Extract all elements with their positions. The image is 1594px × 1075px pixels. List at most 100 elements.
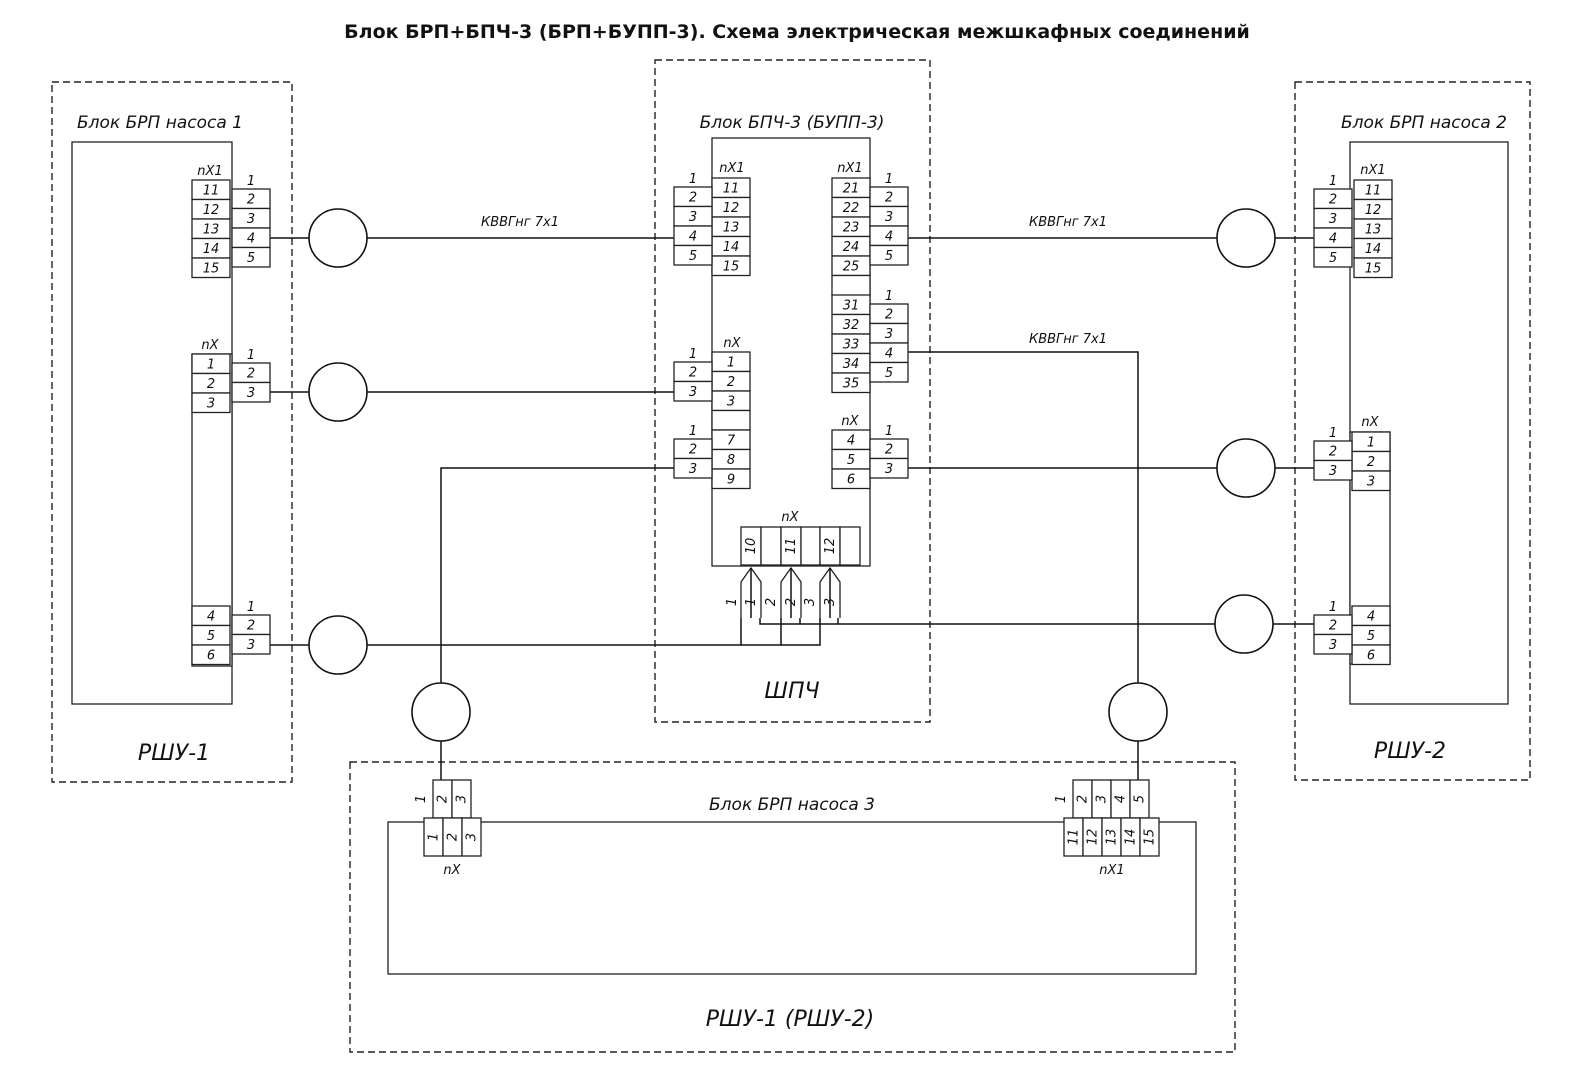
- block-pump3: [387, 821, 1197, 975]
- shpch-lnx-inner-label: 1: [727, 356, 735, 371]
- shpch-bnx-cell: [839, 526, 861, 566]
- shpch-lnx-inner-label: 3: [727, 395, 735, 410]
- block-pump3-label: Блок БРП насоса 3: [709, 795, 875, 815]
- shpch-rnx1b-outer-label: 5: [885, 366, 893, 381]
- rshu1-nx-outer-label: 3: [247, 386, 255, 401]
- shpch-rnx1a-inner-label: 22: [843, 201, 860, 216]
- shpch-bnx-cell: [760, 526, 782, 566]
- shpch-rnx1b-inner-label: 31: [843, 299, 860, 314]
- rshu1-nxb-outer-label: 1: [247, 600, 255, 615]
- rshu1-nx1-inner-label: 14: [203, 242, 220, 257]
- shpch-rnx1b-inner-label: 34: [843, 357, 860, 372]
- rshu1-nx-outer-cell: [231, 381, 271, 403]
- shpch-lnx1-name: nX1: [719, 161, 744, 176]
- rshu2-nx-inner-b-label: 6: [1367, 649, 1375, 664]
- shpch-plug-label: 2: [764, 598, 779, 606]
- rshu2-nx-inner-b-label: 5: [1367, 629, 1375, 644]
- cable-gland-1: [308, 208, 368, 268]
- shpch-rnx-inner-cell: [831, 468, 871, 490]
- shpch-rnx1a-inner-label: 23: [843, 221, 860, 236]
- shpch-bnx-label: 10: [744, 538, 759, 555]
- shpch-rnx1b-inner-cell: [831, 372, 871, 394]
- cabinet-rshu12-label: РШУ-1 (РШУ-2): [706, 1007, 874, 1032]
- shpch-lnx1-inner-label: 15: [723, 260, 740, 275]
- rshu1-nx1-inner-label: 13: [203, 223, 220, 238]
- shpch-rnx1a-outer-label: 2: [885, 191, 893, 206]
- block-pump1-label: Блок БРП насоса 1: [77, 113, 243, 133]
- rshu1-nx1-outer-label: 5: [247, 251, 255, 266]
- rshu1-nx-inner-label: 1: [207, 358, 215, 373]
- rshu2-nx1-inner-label: 14: [1365, 242, 1382, 257]
- rshu2-nx-inner-label: 1: [1367, 436, 1375, 451]
- rshu2-nx-outer-a-label: 1: [1329, 426, 1337, 441]
- rshu1-nx-inner-label: 2: [207, 377, 215, 392]
- bottom-nx-plugs: [740, 566, 841, 618]
- rshu2-nx1-outer-label: 1: [1329, 174, 1337, 189]
- cabinet-rshu12-outline: [349, 761, 1236, 1053]
- rshu12-nx-inner-label: 2: [446, 833, 461, 841]
- rshu1-nxb-inner-label: 4: [207, 610, 215, 625]
- shpch-rnx1b-outer-label: 4: [885, 347, 893, 362]
- rshu2-nx1-outer-label: 4: [1329, 232, 1337, 247]
- rshu2-nx1-outer-cell: [1313, 246, 1353, 268]
- cable-label-3: КВВГнг 7х1: [1029, 332, 1107, 347]
- rshu1-nx1-inner-label: 12: [203, 203, 220, 218]
- shpch-rnx1b-outer-label: 2: [885, 308, 893, 323]
- rshu2-nx-inner-b-cell: [1351, 644, 1391, 666]
- rshu2-nx-inner-label: 3: [1367, 475, 1375, 490]
- shpch-rnx1b-outer-label: 1: [885, 289, 893, 304]
- shpch-rnx-outer-cell: [869, 457, 909, 479]
- rshu12-nx1-outer-label: 3: [1095, 795, 1110, 803]
- rshu12-nx-outer-label: 3: [455, 795, 470, 803]
- cabinet-shpch-label: ШПЧ: [764, 679, 819, 704]
- rshu12-nx1-outer-label: 1: [1054, 795, 1069, 803]
- rshu1-nxb-inner-label: 6: [207, 649, 215, 664]
- shpch-rnx1b-outer-label: 3: [885, 327, 893, 342]
- rshu2-nx1-outer-label: 3: [1329, 212, 1337, 227]
- rshu1-nx-name: nX: [201, 338, 219, 353]
- shpch-lnx-inner-label: 2: [727, 375, 735, 390]
- cable-gland-8: [1214, 594, 1274, 654]
- terminal-blocks: nX1111213141512345nX123123456123nX111121…: [191, 161, 1393, 878]
- cable-gland-4: [411, 682, 471, 742]
- shpch-lnx-outer-a-cell: [673, 380, 713, 402]
- shpch-lnx1-inner-label: 12: [723, 201, 740, 216]
- shpch-lnx1-outer-label: 2: [689, 191, 697, 206]
- rshu2-nx-outer-b-cell: [1313, 633, 1353, 655]
- shpch-lnx1-inner-label: 13: [723, 221, 740, 236]
- shpch-rnx-outer-label: 2: [885, 443, 893, 458]
- rshu2-nx1-inner-label: 13: [1365, 223, 1382, 238]
- shpch-rnx1a-outer-label: 5: [885, 249, 893, 264]
- rshu1-nx-inner-cell: [191, 392, 231, 414]
- rshu12-nx-inner-label: 3: [465, 833, 480, 841]
- shpch-bnx-label: 11: [784, 538, 799, 555]
- rshu2-nx-outer-a-label: 3: [1329, 464, 1337, 479]
- shpch-rnx1a-outer-label: 4: [885, 230, 893, 245]
- rshu2-nx1-outer-label: 5: [1329, 251, 1337, 266]
- rshu2-nx-name: nX: [1361, 415, 1379, 430]
- shpch-lnx-outer-b-label: 1: [689, 424, 697, 439]
- rshu1-nx-outer-label: 1: [247, 348, 255, 363]
- rshu12-nx-inner-cell: [461, 817, 482, 857]
- rshu12-nx-outer-label: 1: [414, 795, 429, 803]
- shpch-rnx1a-inner-label: 25: [843, 260, 860, 275]
- diagram-title: Блок БРП+БПЧ-3 (БРП+БУПП-3). Схема элект…: [344, 21, 1250, 43]
- rshu2-nx-inner-cell: [1351, 470, 1391, 492]
- cabinet-rshu1-label: РШУ-1: [138, 741, 210, 766]
- rshu1-nx1-inner-label: 11: [203, 184, 220, 199]
- rshu12-nx1-inner-cell: [1139, 817, 1160, 857]
- shpch-plug-label: 3: [823, 598, 838, 606]
- shpch-lnx1-outer-label: 4: [689, 230, 697, 245]
- shpch-lnx1-inner-label: 11: [723, 182, 740, 197]
- shpch-rnx1b-outer-cell: [869, 361, 909, 383]
- shpch-rnx1a-outer-label: 3: [885, 210, 893, 225]
- shpch-plug-label: 1: [725, 598, 740, 606]
- shpch-lnx1-outer-label: 3: [689, 210, 697, 225]
- shpch-bnx-cell: [800, 526, 821, 566]
- shpch-lnx-outer-b-label: 3: [689, 462, 697, 477]
- shpch-rnx-inner-label: 4: [847, 434, 855, 449]
- shpch-rnx1a-inner-label: 24: [843, 240, 860, 255]
- rshu12-nx1-outer-label: 4: [1114, 795, 1129, 803]
- shpch-lnx-spacer: [711, 409, 751, 431]
